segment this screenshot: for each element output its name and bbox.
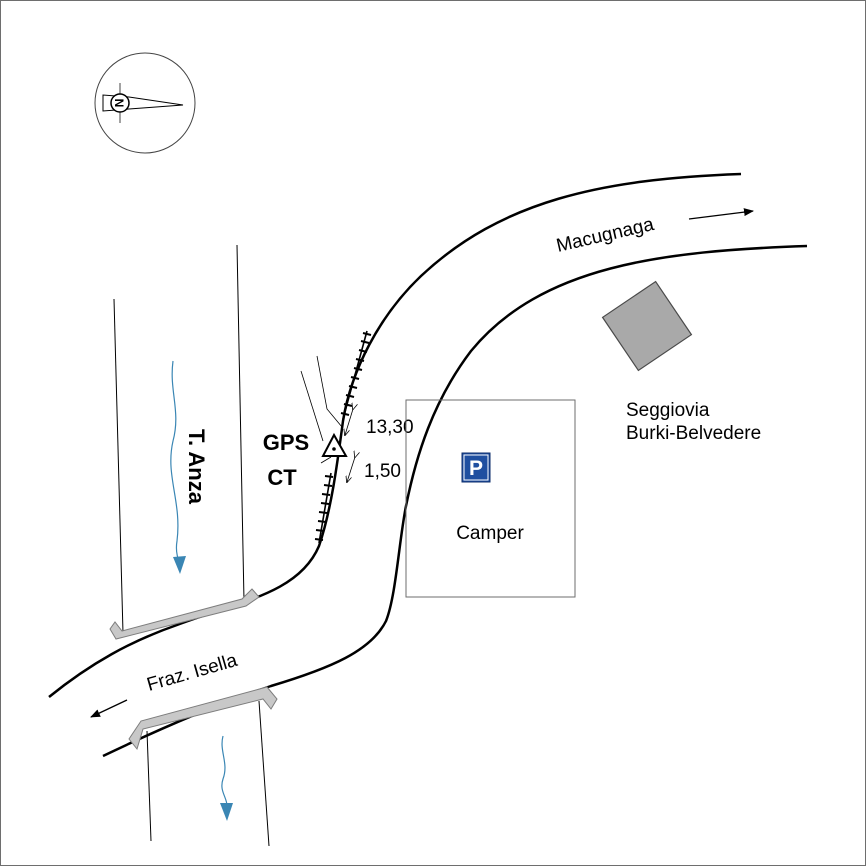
parking-area: [405, 399, 576, 598]
direction-arrow-fraz-isella: [90, 699, 128, 718]
road-edges: [48, 172, 808, 758]
gps-label-line2: CT: [267, 465, 297, 490]
compass-icon: N: [94, 52, 196, 154]
parking-sign-letter: P: [469, 457, 483, 480]
river-banks-north: [113, 244, 245, 634]
chairlift-building: [601, 280, 693, 372]
river-label: T. Anza: [184, 429, 209, 505]
direction-arrow-macugnaga: [688, 208, 754, 220]
gps-label-line1: GPS: [263, 430, 309, 455]
river-flow-arrow-south: [220, 735, 233, 821]
bridge-north: [109, 588, 260, 640]
compass-north-label: N: [112, 99, 126, 108]
road-label-macugnaga: Macugnaga: [554, 214, 656, 257]
chairlift-label-line2: Burki-Belvedere: [626, 423, 761, 444]
river-banks-south: [146, 700, 270, 847]
river-flow-arrow-north: [170, 360, 186, 574]
side-path: [300, 355, 343, 464]
parking-sign-icon: P: [461, 452, 491, 483]
dimension-label-lower: 1,50: [364, 461, 401, 482]
road-label-fraz-isella: Fraz. Isella: [145, 650, 241, 696]
dimension-arrows: [345, 409, 355, 482]
bridge-south: [128, 686, 278, 751]
dimension-label-upper: 13,30: [366, 417, 414, 438]
barrier-lower: [314, 472, 334, 544]
parking-label: Camper: [456, 523, 524, 544]
gps-marker-icon: [321, 432, 348, 457]
chairlift-label-line1: Seggiovia: [626, 400, 710, 421]
